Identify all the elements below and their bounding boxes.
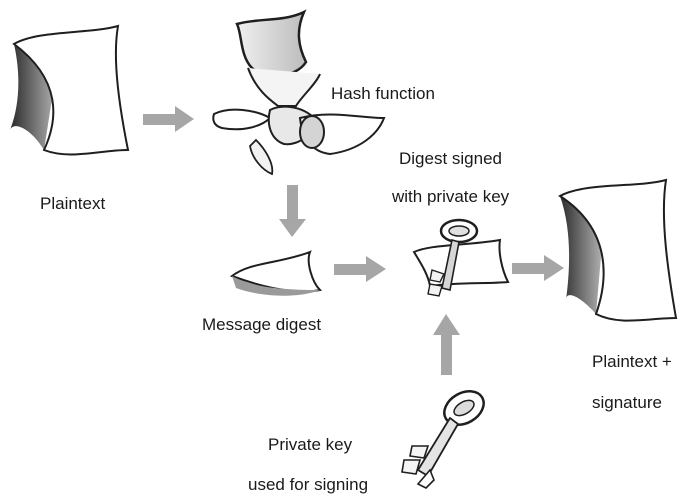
document-icon (10, 26, 128, 154)
arrow-plaintext-to-hash (143, 106, 194, 132)
signed-digest-icon (414, 220, 508, 296)
label-message-digest: Message digest (202, 315, 321, 335)
label-plaintext-signature-line1: Plaintext + (592, 352, 672, 372)
label-digest-signed-line1: Digest signed (399, 149, 502, 169)
arrow-key-to-signed (433, 314, 460, 375)
label-plaintext-signature-line2: signature (592, 393, 662, 413)
label-digest-signed-line2: with private key (392, 187, 509, 207)
arrow-hash-to-digest (279, 185, 306, 237)
label-private-key-line1: Private key (268, 435, 352, 455)
label-plaintext: Plaintext (40, 194, 105, 214)
label-private-key-line2: used for signing (248, 475, 368, 495)
private-key-icon (402, 385, 490, 488)
message-digest-icon (232, 252, 320, 296)
arrow-signed-to-document (512, 255, 564, 281)
signed-document-icon (560, 180, 676, 321)
arrow-digest-to-signed (334, 256, 386, 282)
label-hash-function: Hash function (331, 84, 435, 104)
